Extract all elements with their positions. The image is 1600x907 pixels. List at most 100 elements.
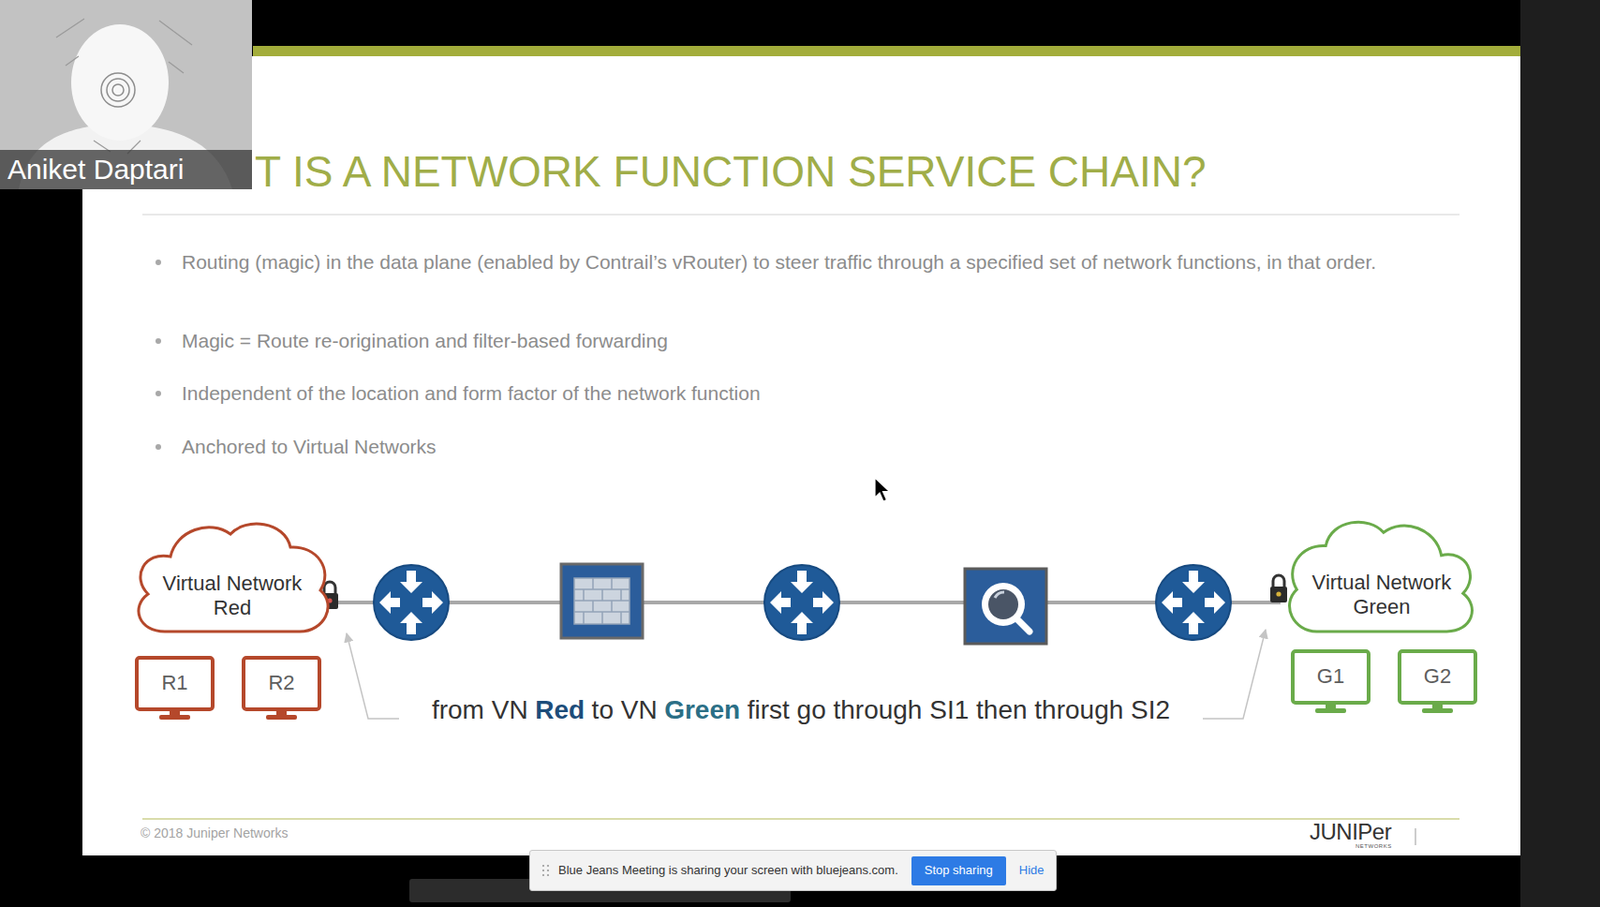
label-holder: Routing (magic) in the data plane (enabl… — [181, 249, 1475, 276]
monitor-text-area: G1 — [1290, 649, 1371, 705]
mouse-cursor — [874, 477, 890, 502]
host-name: G2 — [1423, 664, 1452, 689]
host-name: G1 — [1317, 664, 1345, 689]
monitor-base — [1315, 708, 1347, 713]
bullet-dot — [155, 259, 162, 266]
monitor-screen — [1399, 651, 1476, 703]
drag-handle — [541, 862, 551, 878]
monitor-neck — [276, 709, 287, 715]
network-name: Virtual Network Green — [1301, 570, 1463, 621]
cloud-text-area: Virtual Network Red — [127, 515, 338, 639]
share-message: Blue Jeans Meeting is sharing your scree… — [558, 862, 899, 878]
caption-highlight: Green — [664, 693, 741, 727]
participant-tile: Aniket Daptari — [0, 0, 252, 190]
name-bar: Aniket Daptari — [0, 149, 252, 190]
hide-link: Hide — [1019, 862, 1056, 878]
label-holder: NETWORKS — [1355, 843, 1393, 850]
magnifier-glint — [994, 592, 1005, 598]
firewall-bricks — [574, 577, 630, 624]
title-rule — [142, 213, 1460, 216]
drag-dot — [542, 864, 545, 867]
webcam-artifact — [56, 18, 193, 154]
slide — [82, 56, 1521, 856]
cloud-shape — [138, 523, 328, 632]
bullet-text: Routing (magic) in the data plane (enabl… — [181, 249, 1475, 276]
bullet-text: Anchored to Virtual Networks — [181, 433, 1475, 460]
leader-line — [346, 633, 400, 719]
label-holder: © 2018 Juniper Networks — [140, 825, 288, 842]
bullet-dot — [155, 390, 162, 397]
router-icon — [764, 564, 840, 640]
webcam-artifact — [106, 78, 130, 102]
slide-title: T IS A NETWORK FUNCTION SERVICE CHAIN? — [254, 148, 1207, 196]
virtual-network-cloud: Virtual Network Red — [127, 515, 338, 639]
side-strip — [1520, 0, 1600, 907]
caption-highlight: Red — [534, 693, 585, 727]
monitor-text-area: R1 — [134, 655, 215, 712]
bullet-dot — [155, 444, 162, 450]
label-holder: Anchored to Virtual Networks — [181, 433, 1475, 460]
caption-text: to VN — [592, 693, 658, 727]
webcam-artifact — [101, 73, 135, 107]
monitor-base — [159, 714, 191, 720]
monitor-screen — [136, 657, 213, 710]
monitor-neck — [1325, 702, 1336, 709]
title-accent-bar — [252, 45, 1521, 57]
router-icon — [1155, 564, 1231, 640]
bullet-text: Magic = Route re-origination and filter-… — [181, 327, 1475, 355]
participant-name: Aniket Daptari — [7, 152, 184, 187]
button-label: Stop sharing — [924, 862, 993, 878]
bullet-text: Independent of the location and form fac… — [181, 380, 1475, 407]
inspection-frame — [964, 568, 1047, 644]
caption-text: from VN — [431, 693, 529, 727]
host-name: R2 — [267, 670, 295, 696]
drag-dot — [547, 864, 549, 867]
host-monitor: R1 — [134, 655, 215, 720]
host-monitor: G2 — [1397, 649, 1478, 713]
magnifier-ring — [981, 582, 1025, 626]
firewall-wall — [574, 577, 630, 624]
virtual-network-cloud: Virtual Network Green — [1280, 513, 1483, 639]
copyright-notice: © 2018 Juniper Networks — [140, 825, 288, 842]
firewall-frame — [561, 563, 643, 638]
host-name: R1 — [161, 670, 188, 696]
host-monitor: R2 — [241, 655, 322, 720]
router-icon — [373, 564, 449, 640]
bullet-dot — [155, 338, 162, 344]
leader-line — [1202, 629, 1266, 719]
title-block: T IS A NETWORK FUNCTION SERVICE CHAIN? — [254, 148, 1207, 196]
drag-dot — [547, 874, 549, 876]
webcam-artifact — [112, 84, 124, 96]
monitor-base — [266, 714, 297, 720]
lock-body — [1270, 586, 1288, 603]
label-holder: Independent of the location and form fac… — [181, 380, 1475, 407]
monitor-screen — [243, 657, 320, 710]
stop-sharing-button: Stop sharing — [911, 856, 1007, 886]
monitor-text-area: G2 — [1397, 649, 1478, 705]
lock-shackle — [1273, 575, 1285, 587]
lock-shackle — [324, 581, 336, 593]
host-monitor: G1 — [1290, 649, 1371, 713]
caption: from VNRedto VNGreenfirst go through SI1… — [428, 693, 1174, 727]
logo-subtext: NETWORKS — [1355, 843, 1393, 850]
firewall-icon — [561, 563, 643, 638]
caption-text: first go through SI1 then through SI2 — [747, 693, 1171, 727]
monitor-screen — [1292, 651, 1369, 703]
network-name: Virtual Network Red — [148, 571, 317, 622]
company-logo: JUNIPer — [1309, 818, 1392, 846]
magnifier-lens — [988, 589, 1019, 620]
monitor-base — [1422, 708, 1453, 713]
magnifier-handle — [1017, 619, 1030, 632]
inspection-icon — [964, 568, 1047, 644]
monitor-neck — [169, 709, 180, 715]
webcam-background — [0, 0, 252, 190]
footer-separator — [1415, 828, 1417, 845]
drag-dot — [547, 869, 549, 872]
screen-share-bar: Blue Jeans Meeting is sharing your scree… — [529, 849, 1057, 891]
cloud-shape — [1289, 521, 1473, 632]
footer-rule — [142, 817, 1460, 820]
person-head — [71, 24, 169, 141]
label-holder: Magic = Route re-origination and filter-… — [181, 327, 1475, 355]
